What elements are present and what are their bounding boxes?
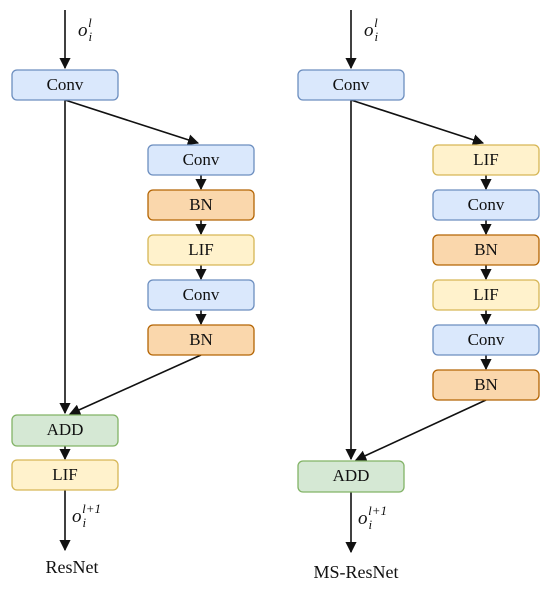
resnet-branch-bn2-block: BN: [147, 324, 255, 356]
msresnet-input-label: oil: [364, 15, 379, 44]
svg-text:ADD: ADD: [47, 420, 84, 439]
svg-text:LIF: LIF: [473, 150, 499, 169]
resnet-branch-conv1-block: Conv: [147, 144, 255, 176]
svg-text:LIF: LIF: [473, 285, 499, 304]
resnet-conv-input-block: Conv: [11, 69, 119, 101]
resnet-branch-lif-block: LIF: [147, 234, 255, 266]
msresnet-branch-arrow: [350, 99, 485, 146]
svg-text:ADD: ADD: [333, 466, 370, 485]
msresnet-branch-lif1-block: LIF: [432, 144, 540, 176]
msresnet-conv-input-block: Conv: [297, 69, 405, 101]
svg-text:Conv: Conv: [468, 330, 505, 349]
resnet-output-label: oil+1: [72, 501, 101, 530]
resnet-branch-bn1-block: BN: [147, 189, 255, 221]
resnet-branch-conv2-block: Conv: [147, 279, 255, 311]
resnet-input-label: oil: [78, 15, 93, 44]
resnet-arrow-bn2-add: [68, 354, 202, 415]
svg-text:BN: BN: [474, 240, 498, 259]
msresnet-branch-conv1-block: Conv: [432, 189, 540, 221]
svg-text:Conv: Conv: [333, 75, 370, 94]
resnet-add-block: ADD: [11, 414, 119, 447]
resnet-lif-output-block: LIF: [11, 459, 119, 491]
msresnet-caption: MS-ResNet: [314, 562, 399, 582]
svg-text:BN: BN: [189, 195, 213, 214]
msresnet-branch-bn1-block: BN: [432, 234, 540, 266]
msresnet-branch-bn2-block: BN: [432, 369, 540, 401]
svg-text:LIF: LIF: [52, 465, 78, 484]
svg-text:LIF: LIF: [188, 240, 214, 259]
msresnet-arrow-bn2-add: [354, 399, 487, 461]
resnet-caption: ResNet: [46, 557, 99, 577]
svg-text:BN: BN: [189, 330, 213, 349]
msresnet-branch-lif2-block: LIF: [432, 279, 540, 311]
svg-text:BN: BN: [474, 375, 498, 394]
svg-text:Conv: Conv: [183, 285, 220, 304]
resnet-diagram: oil Conv Conv BN LIF Conv BN ADD: [11, 10, 255, 577]
svg-text:Conv: Conv: [47, 75, 84, 94]
svg-text:Conv: Conv: [468, 195, 505, 214]
msresnet-output-label: oil+1: [358, 503, 387, 532]
resnet-branch-arrow: [64, 99, 200, 146]
msresnet-add-block: ADD: [297, 460, 405, 493]
msresnet-branch-conv2-block: Conv: [432, 324, 540, 356]
msresnet-diagram: oil Conv LIF Conv BN LIF Conv BN: [297, 10, 540, 582]
svg-text:Conv: Conv: [183, 150, 220, 169]
